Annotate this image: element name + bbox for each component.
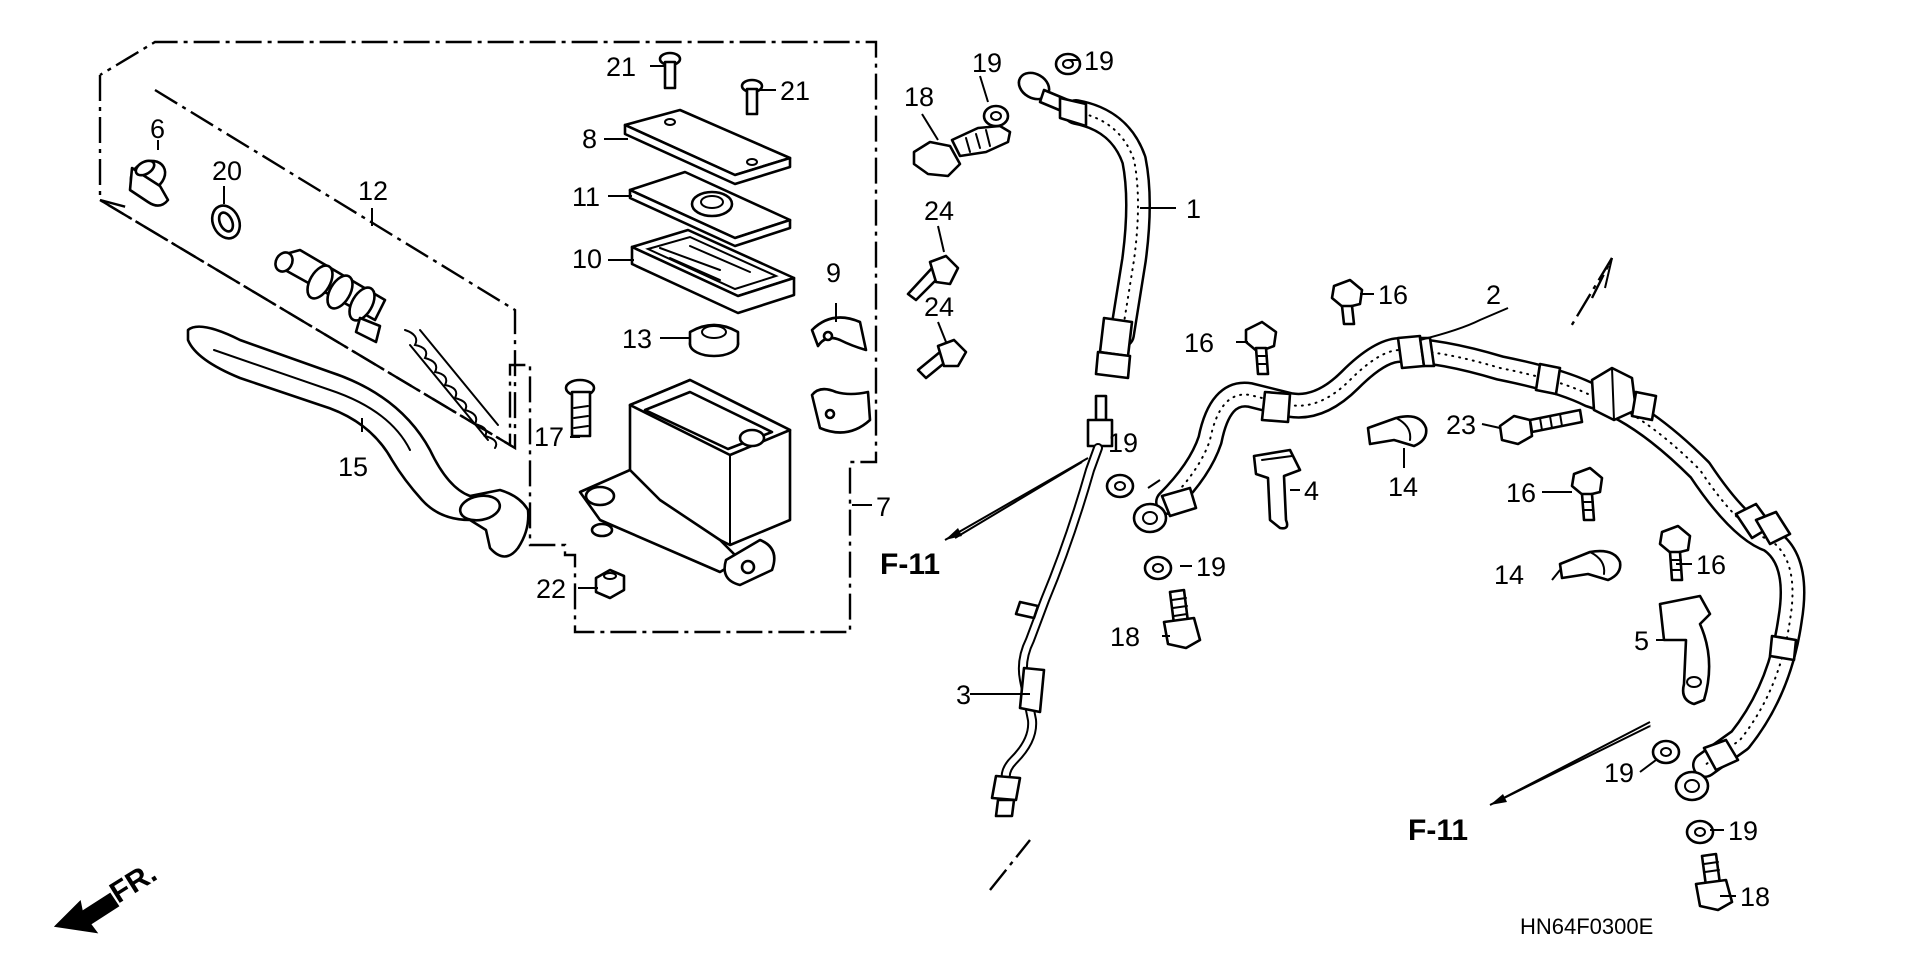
label-part-17: 17 <box>534 422 564 452</box>
label-part-16-a: 16 <box>1378 280 1408 310</box>
label-part-2: 2 <box>1486 280 1501 310</box>
part-5-hose-bracket <box>1658 594 1712 706</box>
label-part-13: 13 <box>622 324 652 354</box>
part-16-bolt-b <box>1244 320 1278 376</box>
part-10-diaphragm <box>630 228 796 315</box>
label-part-19-d: 19 <box>1196 552 1226 582</box>
part-21-screw-right <box>740 78 764 116</box>
label-part-19-c: 19 <box>1108 428 1138 458</box>
label-part-21-right: 21 <box>780 76 810 106</box>
label-part-12: 12 <box>358 176 388 206</box>
label-part-3: 3 <box>956 680 971 710</box>
part-24-bolt-lower <box>916 338 968 380</box>
part-18-banjo-bolt-upper <box>912 124 1012 178</box>
label-part-6: 6 <box>150 114 165 144</box>
label-part-14-lower: 14 <box>1494 560 1524 590</box>
part-24-bolt-upper <box>906 254 960 302</box>
label-part-19-f: 19 <box>1728 816 1758 846</box>
part-14-clamp-upper <box>1366 415 1428 448</box>
label-part-15: 15 <box>338 452 368 482</box>
part-16-bolt-a <box>1330 278 1364 326</box>
part-17-pivot-screw <box>564 378 596 438</box>
part-19-washer-mid-b <box>1143 555 1173 581</box>
part-11-diaphragm-plate <box>628 170 792 248</box>
label-part-23: 23 <box>1446 410 1476 440</box>
part-13-boot <box>688 323 740 358</box>
part-19-washer-upper-a <box>982 104 1010 128</box>
part-8-reservoir-cap <box>623 108 792 186</box>
label-part-16-c: 16 <box>1506 478 1536 508</box>
part-16-bolt-c <box>1570 466 1604 522</box>
master-cylinder-group-outline <box>98 40 878 634</box>
part-18-banjo-bolt-mid <box>1162 588 1202 650</box>
label-part-10: 10 <box>572 244 602 274</box>
f11-reference-lower: F-11 <box>1408 814 1468 847</box>
label-part-8: 8 <box>582 124 597 154</box>
leader-lines <box>157 59 1736 897</box>
f11-arrow-upper <box>944 457 1089 541</box>
label-part-16-d: 16 <box>1696 550 1726 580</box>
label-part-1: 1 <box>1186 194 1201 224</box>
part-12-piston-set <box>274 248 499 449</box>
label-part-24-upper: 24 <box>924 196 954 226</box>
part-6-plug <box>128 159 170 207</box>
part-3-brake-pipe <box>990 394 1114 818</box>
label-part-7: 7 <box>876 492 891 522</box>
part-21-screw-left <box>658 51 682 90</box>
label-part-5: 5 <box>1634 626 1649 656</box>
f11-reference-upper: F-11 <box>880 548 940 581</box>
label-part-19-b: 19 <box>1084 46 1114 76</box>
part-20-circlip <box>210 204 242 240</box>
part-9-holder <box>810 316 872 434</box>
part-1-upper-brake-hose <box>1017 71 1151 380</box>
part-15-brake-lever <box>186 325 530 558</box>
part-23-bolt <box>1498 408 1584 446</box>
part-4-hose-bracket <box>1252 448 1302 530</box>
part-22-nut <box>594 568 626 600</box>
label-part-14-upper: 14 <box>1388 472 1418 502</box>
part-19-washer-low-a <box>1651 739 1681 765</box>
front-direction-arrow-icon <box>53 892 120 934</box>
label-part-4: 4 <box>1304 476 1319 506</box>
label-part-9: 9 <box>826 258 841 288</box>
part-18-banjo-bolt-low <box>1694 852 1734 912</box>
f11-arrow-lower <box>1489 721 1651 806</box>
label-part-16-b: 16 <box>1184 328 1214 358</box>
part-19-washer-upper-b <box>1054 52 1082 76</box>
label-part-19-e: 19 <box>1604 758 1634 788</box>
label-part-18-low: 18 <box>1740 882 1770 912</box>
part-16-bolt-d <box>1658 524 1692 582</box>
part-7-master-cylinder <box>578 378 792 587</box>
label-part-22: 22 <box>536 574 566 604</box>
label-part-18-mid: 18 <box>1110 622 1140 652</box>
label-part-18-upper: 18 <box>904 82 934 112</box>
label-part-24-lower: 24 <box>924 292 954 322</box>
label-part-19-a: 19 <box>972 48 1002 78</box>
part-2-lower-brake-hose <box>1132 334 1806 802</box>
label-part-21-left: 21 <box>606 52 636 82</box>
label-part-11: 11 <box>572 182 600 212</box>
diagram-code: HN64F0300E <box>1520 914 1653 939</box>
label-part-20: 20 <box>212 156 242 186</box>
part-14-clamp-lower <box>1558 549 1622 582</box>
part-19-washer-mid-a <box>1105 473 1135 499</box>
part-19-washer-low-b <box>1685 819 1715 845</box>
